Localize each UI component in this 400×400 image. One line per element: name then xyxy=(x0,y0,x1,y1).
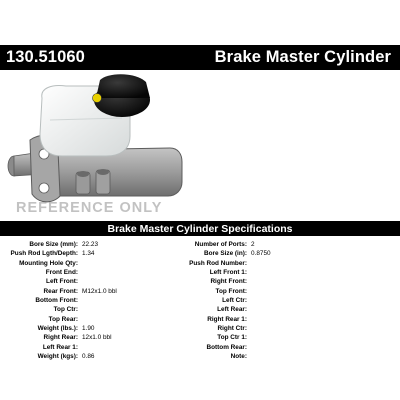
spec-right-label: Left Front 1: xyxy=(209,269,247,277)
spec-right-label: Right Ctr: xyxy=(217,325,247,333)
spec-left-label: Bottom Front: xyxy=(35,297,78,305)
spec-left-value: 12x1.0 bbl xyxy=(82,334,112,342)
spec-left-value: 0.86 xyxy=(82,353,95,361)
spec-left-value: 1.34 xyxy=(82,250,95,258)
part-number: 130.51060 xyxy=(6,48,85,66)
spec-right-value: 2 xyxy=(251,241,255,248)
spec-right-label: Right Rear 1: xyxy=(207,315,247,323)
spec-right-label: Left Rear: xyxy=(217,306,247,314)
spec-right-label: Bottom Rear: xyxy=(206,343,247,351)
spec-left-label: Weight (kgs): xyxy=(37,353,78,361)
spec-left-label: Top Rear: xyxy=(48,315,78,323)
spec-left-value: 22.23 xyxy=(82,241,98,248)
spec-right-label: Bore Size (in): xyxy=(204,250,247,258)
spec-row: Top Ctr: Left Rear: xyxy=(0,305,400,314)
spec-left-label: Front End: xyxy=(45,269,78,277)
spec-left-value: 1.90 xyxy=(82,325,95,333)
spec-section-title: Brake Master Cylinder Specifications xyxy=(0,221,400,236)
spec-left-label: Left Front: xyxy=(46,278,78,286)
spec-right-label: Left Ctr: xyxy=(222,297,247,305)
spec-row: Front End: Left Front 1: xyxy=(0,268,400,277)
spec-left-value: M12x1.0 bbl xyxy=(82,287,117,295)
spec-left-label: Bore Size (mm): xyxy=(29,241,78,248)
spec-left-label: Push Rod Lgth/Depth: xyxy=(10,250,78,258)
product-title: Brake Master Cylinder xyxy=(214,48,391,66)
spec-row: Right Rear: 12x1.0 bbl Top Ctr 1: xyxy=(0,333,400,342)
spec-right-value: 0.8750 xyxy=(251,250,271,258)
spec-left-label: Rear Front: xyxy=(43,287,78,295)
spec-right-label: Number of Ports: xyxy=(194,241,247,248)
spec-right-label: Top Front: xyxy=(215,287,247,295)
spec-row: Left Rear 1: Bottom Rear: xyxy=(0,343,400,352)
spec-row: Mounting Hole Qty: Push Rod Number: xyxy=(0,259,400,268)
spec-left-label: Left Rear 1: xyxy=(42,343,78,351)
spec-row: Weight (lbs.): 1.90 Right Ctr: xyxy=(0,324,400,333)
spec-left-label: Right Rear: xyxy=(43,334,78,342)
spec-right-label: Right Front: xyxy=(210,278,247,286)
spec-row: Weight (kgs): 0.86 Note: xyxy=(0,352,400,361)
spec-left-label: Weight (lbs.): xyxy=(37,325,78,333)
spec-right-label: Note: xyxy=(230,353,247,361)
spec-row: Top Rear: Right Rear 1: xyxy=(0,315,400,324)
product-image: REFERENCE ONLY xyxy=(0,70,400,220)
master-cylinder-illustration xyxy=(7,74,183,203)
spec-row: Bottom Front: Left Ctr: xyxy=(0,296,400,305)
header-bar: 130.51060 Brake Master Cylinder xyxy=(0,45,400,70)
spec-left-label: Mounting Hole Qty: xyxy=(19,259,78,267)
spec-row: Rear Front: M12x1.0 bbl Top Front: xyxy=(0,287,400,296)
spec-right-label: Top Ctr 1: xyxy=(217,334,247,342)
spec-row: Bore Size (mm): 22.23 Number of Ports: 2 xyxy=(0,240,400,249)
spec-left-label: Top Ctr: xyxy=(53,306,78,314)
reference-watermark: REFERENCE ONLY xyxy=(16,200,163,216)
spec-row: Push Rod Lgth/Depth: 1.34 Bore Size (in): 0… xyxy=(0,249,400,258)
spec-right-label: Push Rod Number: xyxy=(189,259,247,267)
spec-row: Left Front: Right Front: xyxy=(0,277,400,286)
